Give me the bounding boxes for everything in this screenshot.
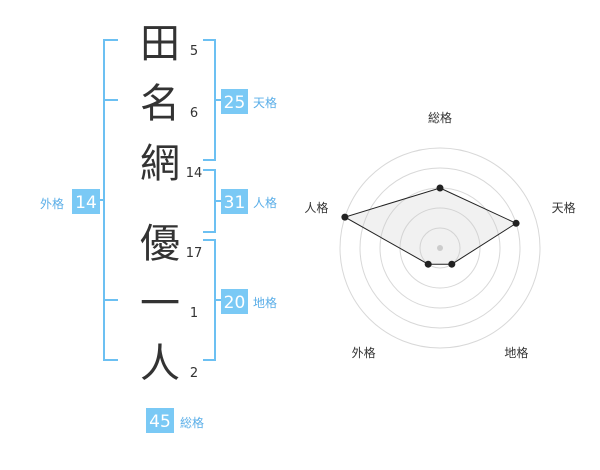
jinkaku-label: 人格 <box>253 195 277 210</box>
radar-ring-1 <box>419 227 461 269</box>
chikaku-bracket <box>203 239 222 361</box>
tenkaku-label: 天格 <box>253 95 277 110</box>
gaikaku-bracket <box>94 39 118 361</box>
stroke-count-5: 1 <box>190 306 198 321</box>
radar-axis-label-3: 地格 <box>504 345 528 360</box>
tenkaku-bracket <box>203 39 222 161</box>
soukaku-value: 45 <box>149 412 171 432</box>
radar-axis-label-5: 人格 <box>304 200 328 215</box>
name-char-3: 網 <box>140 141 180 187</box>
chikaku-badge: 20 地格 <box>221 289 277 314</box>
radar-ring-4 <box>359 167 521 329</box>
jinkaku-badge: 31 人格 <box>221 189 277 214</box>
radar-point-4 <box>424 260 432 268</box>
stroke-count-1: 5 <box>190 44 198 59</box>
jinkaku-badge-box <box>221 189 248 214</box>
stroke-count-3: 14 <box>186 166 203 181</box>
radar-point-3 <box>448 260 456 268</box>
tenkaku-value: 25 <box>224 93 246 113</box>
soukaku-label: 総格 <box>180 415 204 430</box>
radar-point-5 <box>341 213 349 221</box>
tenkaku-badge: 25 天格 <box>221 89 277 114</box>
stroke-counts: 5 6 14 17 1 2 <box>186 44 203 381</box>
name-column: 田 名 網 優 一 人 <box>140 21 180 387</box>
soukaku-badge: 45 総格 <box>146 408 204 433</box>
radar-point-2 <box>512 219 520 227</box>
gaikaku-value: 14 <box>75 193 97 213</box>
chikaku-value: 20 <box>224 293 246 313</box>
radar-grid-rings <box>339 147 541 349</box>
name-char-2: 名 <box>140 81 180 127</box>
radar-point-1 <box>436 184 444 192</box>
stroke-count-2: 6 <box>190 106 198 121</box>
name-char-5: 一 <box>140 281 180 327</box>
name-char-1: 田 <box>140 21 180 67</box>
jinkaku-bracket <box>203 169 222 233</box>
stroke-count-4: 17 <box>186 246 203 261</box>
radar-axis-label-4: 外格 <box>352 345 376 360</box>
radar-axis-label-2: 天格 <box>552 200 576 215</box>
jinkaku-value: 31 <box>224 193 246 213</box>
radar-data-points <box>341 184 520 268</box>
stroke-count-6: 2 <box>190 366 198 381</box>
radar-center-dot <box>437 245 443 251</box>
radar-data-polygon <box>343 187 518 265</box>
tenkaku-badge-box <box>221 89 248 114</box>
gaikaku-badge-box <box>72 189 100 214</box>
soukaku-badge-box <box>146 408 174 433</box>
radar-ring-5 <box>339 147 541 349</box>
name-char-4: 優 <box>140 221 180 267</box>
name-char-6: 人 <box>140 341 180 387</box>
chikaku-badge-box <box>221 289 248 314</box>
gaikaku-label: 外格 <box>40 196 64 211</box>
chikaku-label: 地格 <box>253 295 277 310</box>
gaikaku-badge: 外格 14 <box>40 189 100 214</box>
radar-axis-label-1: 総格 <box>428 110 452 125</box>
